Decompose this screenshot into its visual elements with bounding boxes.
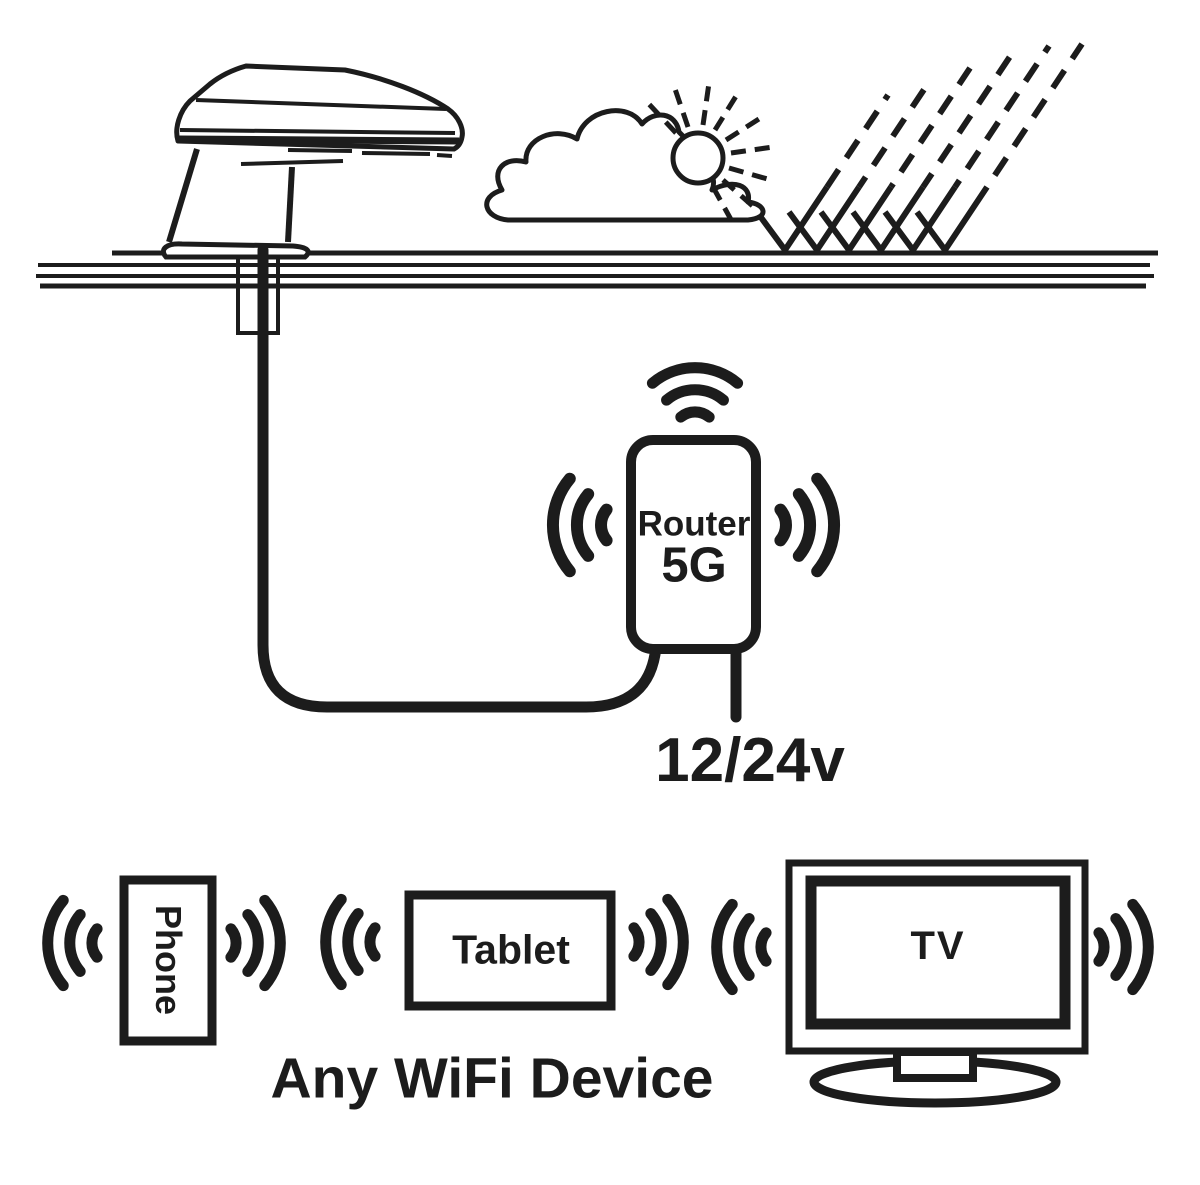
- tablet-icon: [326, 890, 684, 1011]
- router-5g-label: 5G: [661, 538, 727, 593]
- roof-antenna-icon: [161, 63, 465, 335]
- phone-label: Phone: [148, 904, 189, 1016]
- roof-lines: [36, 250, 1158, 289]
- caption-any-wifi-device: Any WiFi Device: [270, 1046, 714, 1111]
- phone-icon: [48, 875, 281, 1046]
- router-box: [626, 435, 761, 654]
- sun-icon: [645, 82, 774, 227]
- rain-signal-icon: [754, 42, 1085, 256]
- power-voltage-label: 12/24v: [655, 726, 845, 795]
- tablet-label: Tablet: [452, 926, 570, 973]
- tv-label: TV: [910, 924, 966, 968]
- tv-icon: [717, 859, 1149, 1108]
- antenna-cable: [257, 244, 662, 713]
- router-label: Router: [637, 504, 751, 544]
- cloud-icon: [484, 108, 766, 223]
